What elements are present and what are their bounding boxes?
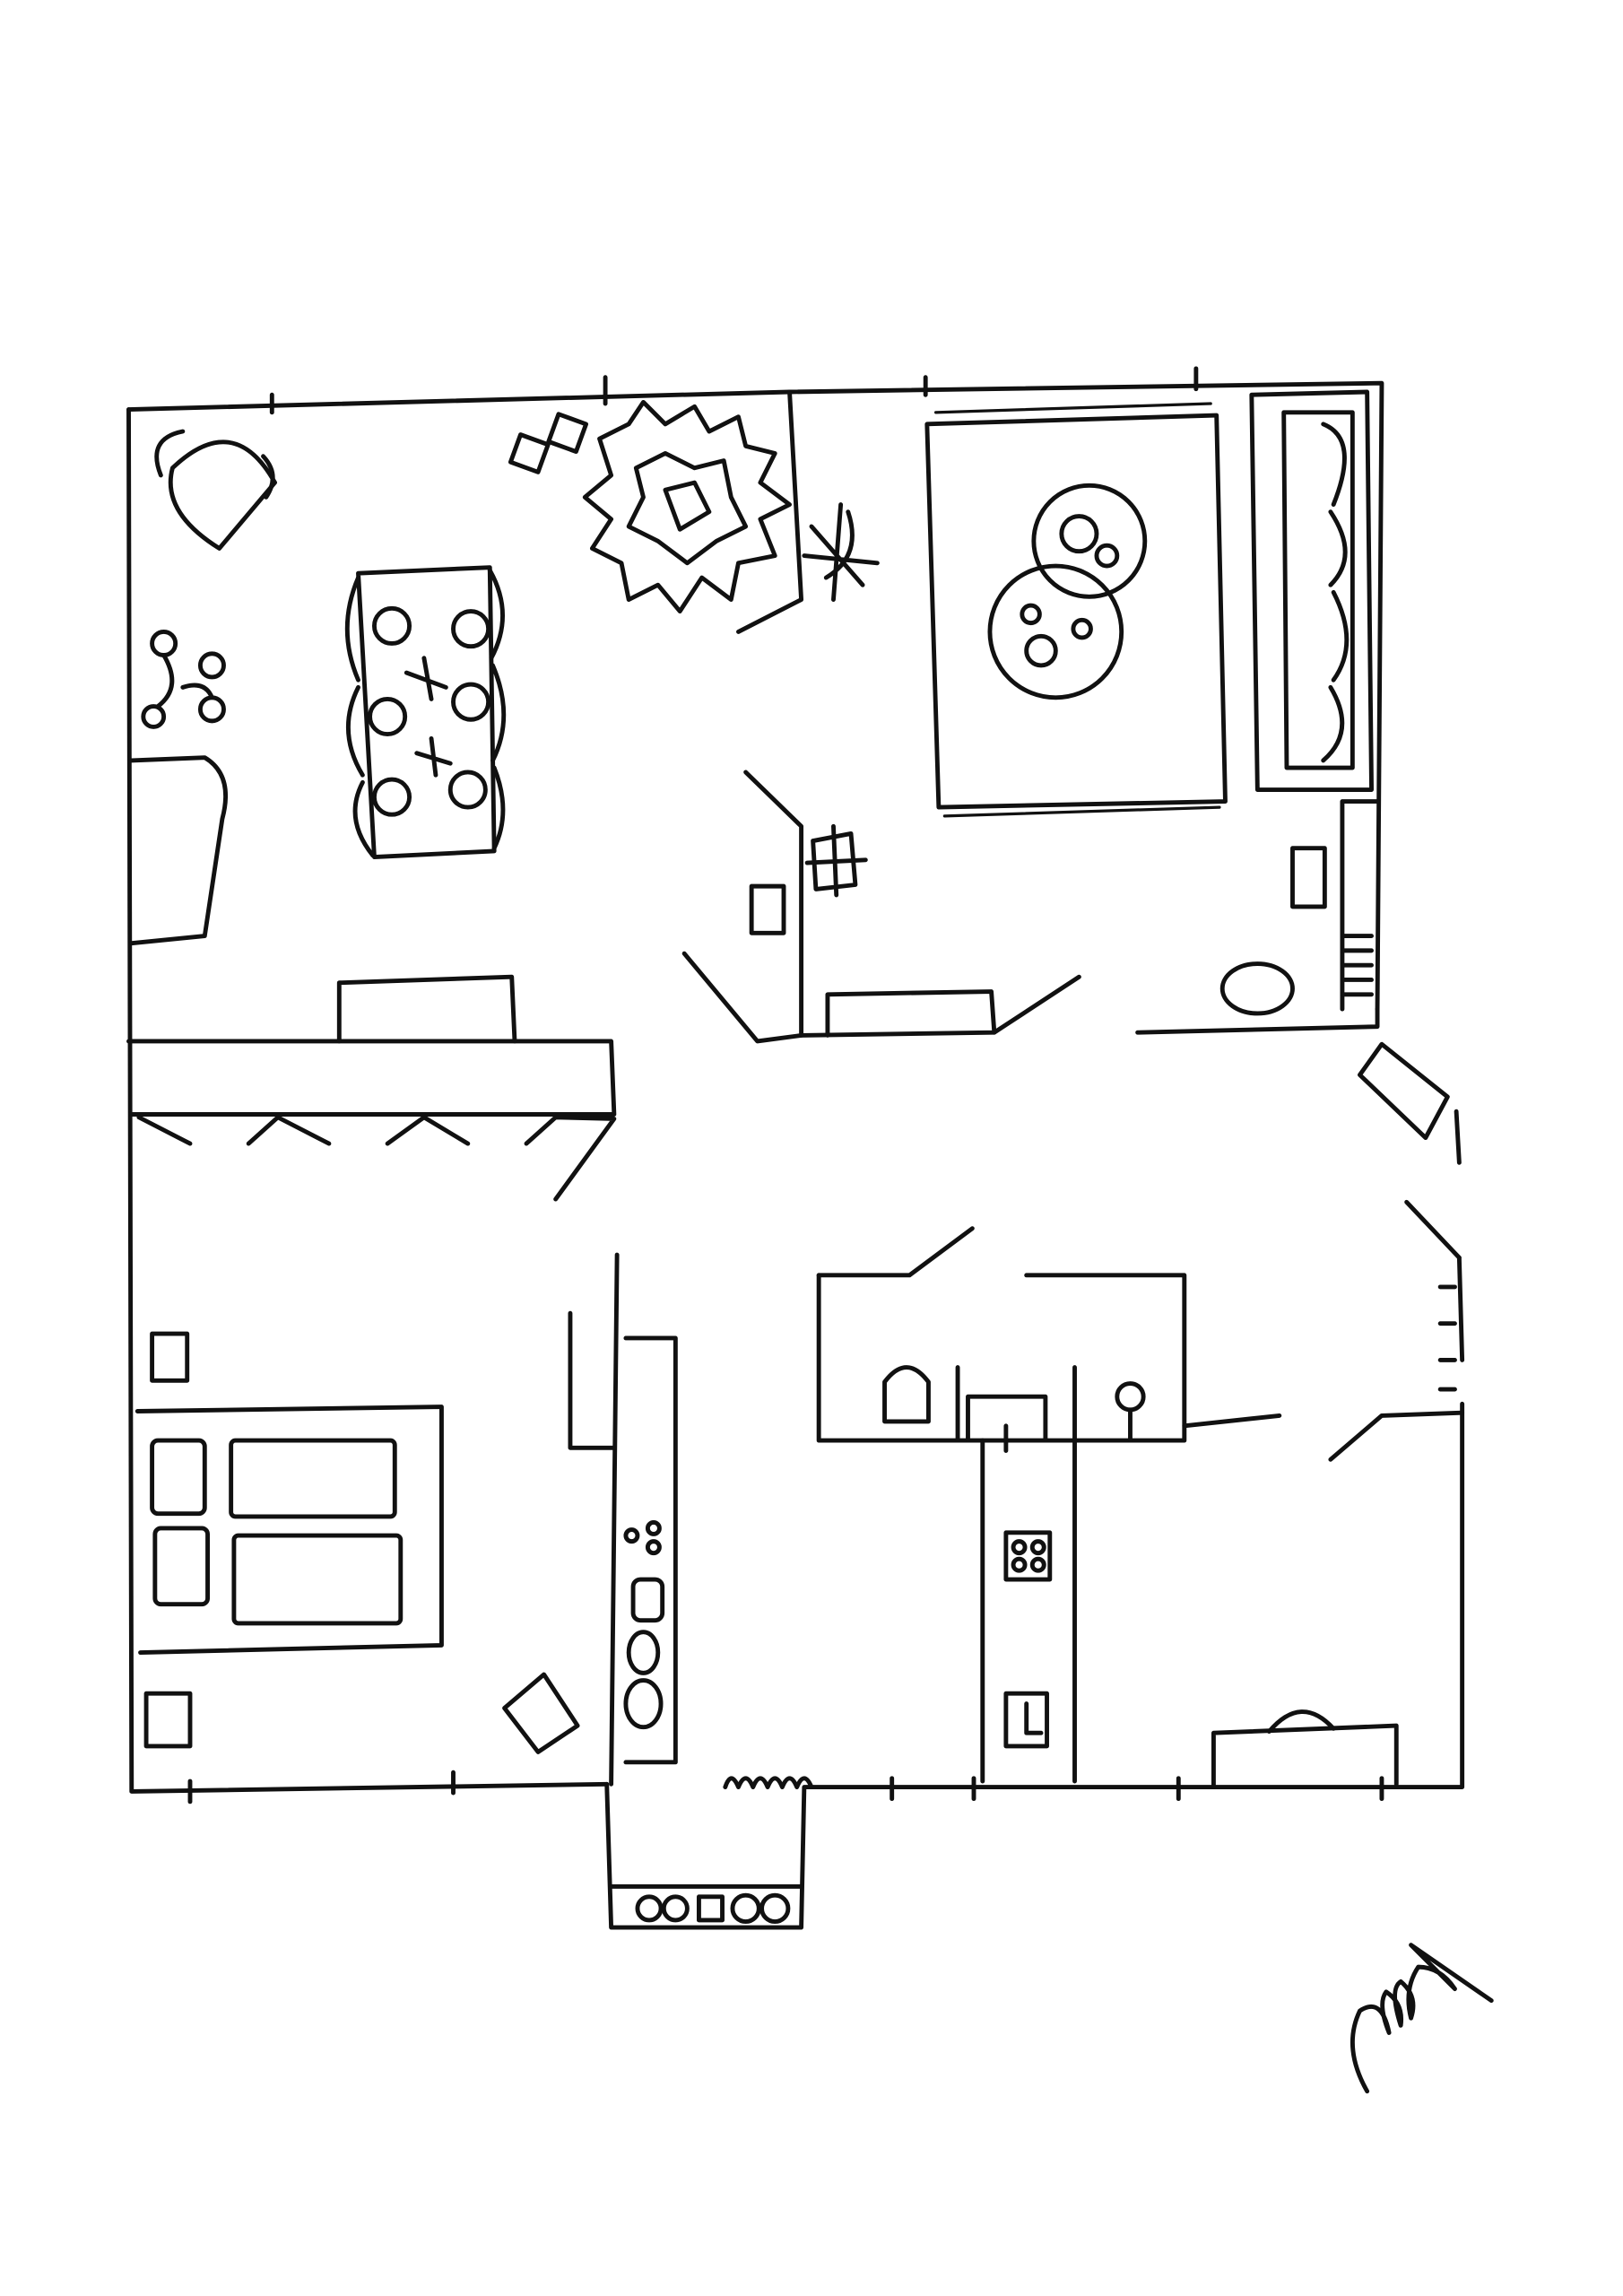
rug [924,402,1228,818]
box [749,883,786,935]
plant-corner [802,502,880,602]
dining-table [344,565,507,859]
signature [1350,1943,1494,2094]
bathroom [882,1365,1146,1749]
armchair [154,429,278,551]
radiator-kitchen [723,1776,814,1790]
spiky-plant [582,399,792,614]
interior-walls [126,389,1465,1787]
plant-small [141,629,226,729]
sofa [1249,389,1374,792]
desk [1211,1709,1399,1790]
cabinet [129,755,229,946]
plant-hall [804,823,868,898]
radiator [1340,934,1374,997]
bed [135,1331,580,1754]
pantry-shelf [609,1883,804,1925]
outer-walls [126,366,1465,1930]
kitchen-counter [623,1519,665,1730]
side-table [1290,846,1327,909]
chairs-small [508,412,589,474]
basket [1219,961,1295,1016]
